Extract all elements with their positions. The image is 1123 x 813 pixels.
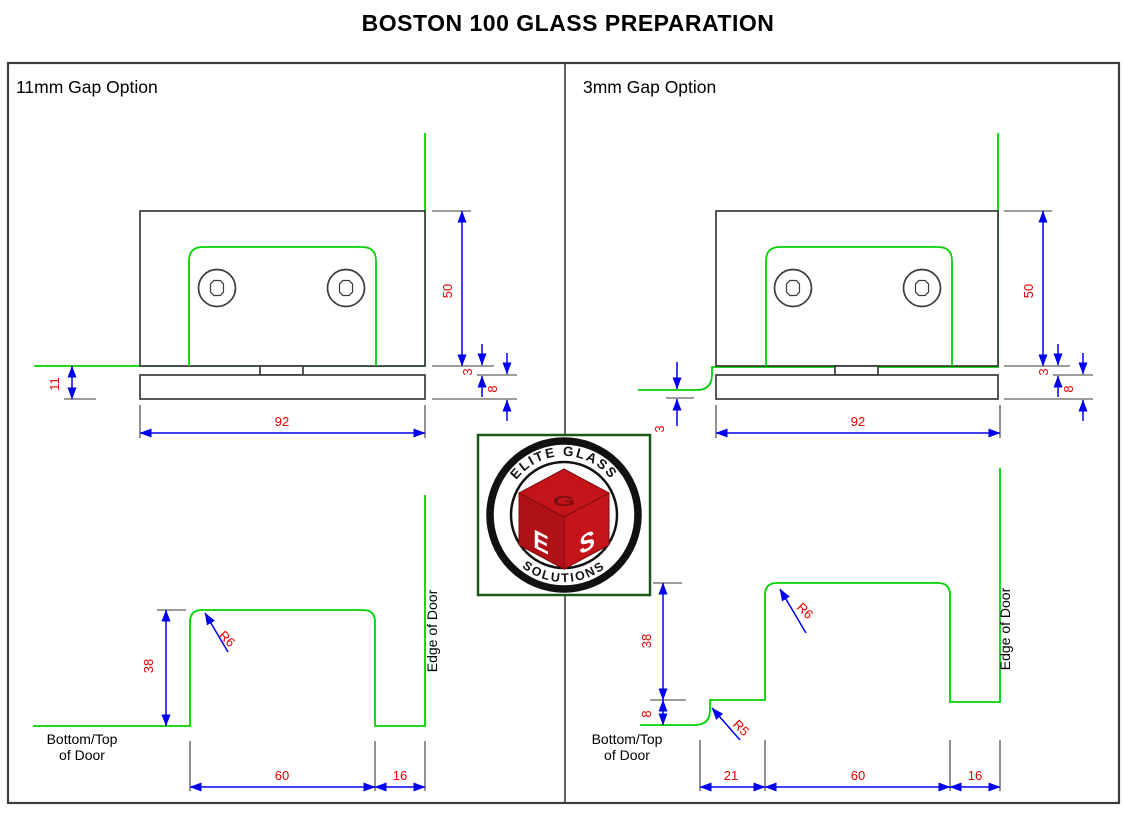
glass-profile: [640, 468, 1001, 726]
dim-21: 21: [724, 768, 738, 783]
panel-label-11mm: 11mm Gap Option: [16, 77, 158, 97]
drawing-border: [6, 61, 1121, 805]
panel-label-3mm: 3mm Gap Option: [583, 77, 716, 97]
screw-left-socket: [785, 279, 801, 297]
base-plate: [715, 374, 999, 400]
glass-line: [638, 133, 999, 391]
glass-profile: [33, 495, 426, 727]
hinge-body: [715, 210, 999, 367]
door-label-line2: of Door: [59, 747, 105, 763]
radius-leader-r6: [204, 612, 229, 653]
edge-of-door-label: Edge of Door: [424, 589, 440, 672]
screw-left: [773, 268, 813, 308]
dim-11: 11: [47, 377, 62, 391]
dim-3: 3: [1036, 368, 1051, 375]
hinge-elevation-view-3mm: 3 50 3 8 92: [638, 133, 1093, 438]
dim-3: 3: [460, 368, 475, 375]
dim-8: 8: [1061, 385, 1076, 392]
dim-r5: R5: [730, 717, 752, 739]
hinge-elevation-view-11mm: 11 50 3 8 92: [34, 133, 517, 438]
base-plate: [139, 374, 426, 400]
screw-right-socket: [338, 279, 354, 297]
screw-left-socket: [209, 279, 225, 297]
panel-11mm-gap: 11mm Gap Option 11 50: [16, 77, 517, 792]
screw-right: [902, 268, 942, 308]
dim-92: 92: [275, 414, 289, 429]
screw-right-socket: [914, 279, 930, 297]
dim-60: 60: [851, 768, 865, 783]
glass-cutout-outline: [188, 246, 377, 366]
dim-50: 50: [440, 284, 455, 298]
screw-left: [197, 268, 237, 308]
edge-of-door-label: Edge of Door: [997, 587, 1013, 670]
dim-38: 38: [141, 659, 156, 673]
glass-cutout-view-3mm: 38 8 R6 R5 Bottom/Top of Door Edge of Do…: [592, 468, 1013, 792]
cube-letter-e: E: [533, 523, 549, 561]
dim-3-gap: 3: [652, 425, 667, 432]
dim-60: 60: [275, 768, 289, 783]
dim-50: 50: [1021, 284, 1036, 298]
dim-38: 38: [639, 634, 654, 648]
page-title: BOSTON 100 GLASS PREPARATION: [362, 10, 775, 36]
radius-leader-r5: [711, 707, 741, 741]
pivot-tab: [834, 365, 879, 376]
company-logo: ELITE GLASS SOLUTIONS G E S: [476, 433, 652, 597]
logo-outer-ring: [486, 437, 642, 593]
door-label-line1: Bottom/Top: [592, 731, 663, 747]
dim-8-step: 8: [639, 710, 654, 717]
glass-cutout-outline: [765, 246, 953, 366]
dim-92: 92: [851, 414, 865, 429]
dim-16: 16: [393, 768, 407, 783]
cube-letter-s: S: [579, 523, 595, 561]
door-label-line2: of Door: [604, 747, 650, 763]
glass-cutout-view-11mm: 38 R6 Bottom/Top of Door Edge of Door 60…: [33, 495, 440, 792]
door-label-line1: Bottom/Top: [47, 731, 118, 747]
dim-16: 16: [968, 768, 982, 783]
cube-letter-g: G: [552, 493, 575, 509]
pivot-tab: [259, 365, 304, 376]
hinge-body: [139, 210, 426, 367]
logo-cube-icon: G E S: [517, 468, 611, 570]
screw-right: [326, 268, 366, 308]
dim-8: 8: [485, 385, 500, 392]
dim-r6: R6: [216, 628, 238, 650]
radius-leader-r6: [779, 588, 807, 634]
cube-right-face: [563, 492, 610, 570]
panel-3mm-gap: 3mm Gap Option 3 50: [583, 77, 1093, 792]
